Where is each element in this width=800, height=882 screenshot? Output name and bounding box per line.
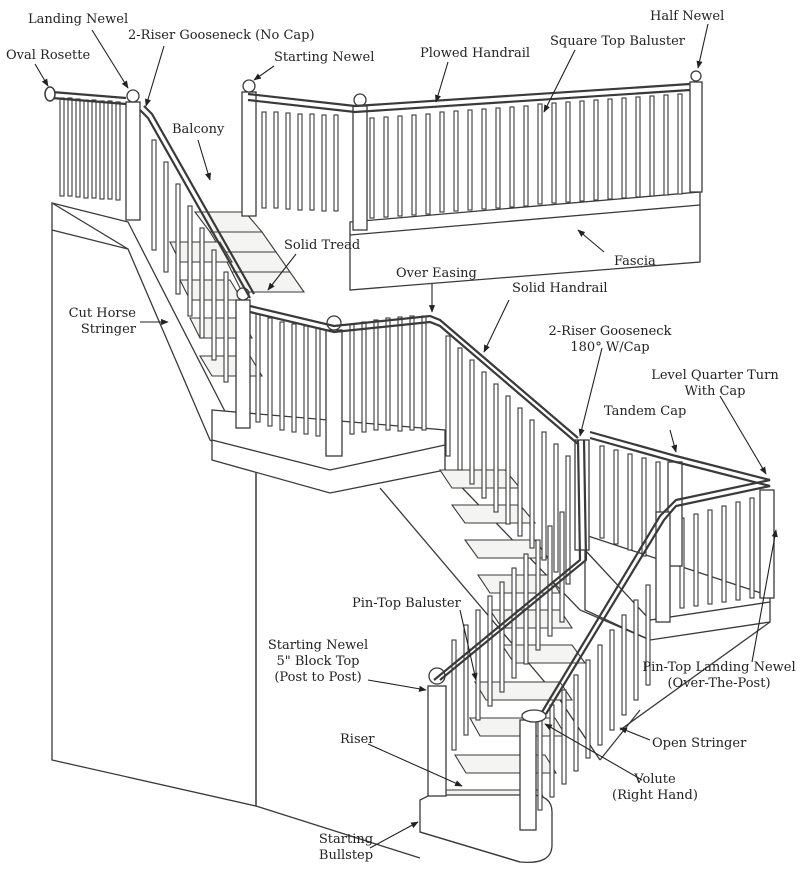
- label-tandem-cap: Tandem Cap: [604, 404, 687, 419]
- label-half-newel: Half Newel: [650, 9, 725, 24]
- label-square-top-baluster: Square Top Baluster: [550, 34, 685, 49]
- label-gooseneck-no-cap: 2-Riser Gooseneck (No Cap): [128, 28, 315, 43]
- label-solid-tread: Solid Tread: [284, 238, 361, 253]
- label-gooseneck-cap-line2: 180° W/Cap: [570, 340, 650, 355]
- label-starting-newel-block-line3: (Post to Post): [274, 670, 362, 685]
- label-cut-horse-stringer: Cut Horse Stringer: [40, 306, 136, 338]
- label-starting-bullstep-line1: Starting: [318, 832, 374, 847]
- label-cut-horse-stringer-line1: Cut Horse: [68, 306, 136, 321]
- label-pin-top-landing-newel-line2: (Over-The-Post): [667, 676, 771, 691]
- label-gooseneck-cap: 2-Riser Gooseneck 180° W/Cap: [540, 324, 680, 356]
- label-riser: Riser: [340, 732, 375, 747]
- label-balcony: Balcony: [172, 122, 225, 137]
- handrails: [51, 82, 771, 715]
- label-starting-newel-block-line2: 5" Block Top: [276, 654, 360, 669]
- label-pin-top-landing-newel-line1: Pin-Top Landing Newel: [642, 660, 796, 675]
- label-pin-top-baluster: Pin-Top Baluster: [352, 596, 461, 611]
- label-oval-rosette: Oval Rosette: [6, 48, 91, 63]
- label-pin-top-landing-newel: Pin-Top Landing Newel (Over-The-Post): [640, 660, 798, 692]
- label-plowed-handrail: Plowed Handrail: [420, 46, 531, 61]
- label-level-quarter-turn-line2: With Cap: [684, 384, 746, 399]
- label-starting-newel-block-line1: Starting Newel: [267, 638, 369, 653]
- label-open-stringer: Open Stringer: [652, 736, 747, 751]
- leader-lines: [34, 23, 778, 849]
- label-level-quarter-turn-line1: Level Quarter Turn: [651, 368, 779, 383]
- label-starting-newel-top: Starting Newel: [274, 50, 375, 65]
- balusters: [59, 93, 755, 811]
- label-volute-line2: (Right Hand): [612, 788, 698, 803]
- label-over-easing: Over Easing: [396, 266, 477, 281]
- label-starting-newel-block: Starting Newel 5" Block Top (Post to Pos…: [262, 638, 374, 686]
- walls: [51, 191, 771, 859]
- label-volute-line1: Volute: [634, 772, 676, 787]
- label-gooseneck-cap-line1: 2-Riser Gooseneck: [548, 324, 672, 339]
- label-landing-newel: Landing Newel: [28, 12, 129, 27]
- label-solid-handrail: Solid Handrail: [512, 281, 608, 296]
- oval-rosette-shape: [44, 86, 56, 102]
- upper-flight-treads: [169, 211, 306, 377]
- label-cut-horse-stringer-line2: Stringer: [80, 322, 136, 337]
- label-starting-bullstep: Starting Bullstep: [306, 832, 386, 864]
- label-level-quarter-turn: Level Quarter Turn With Cap: [640, 368, 790, 400]
- label-starting-bullstep-line2: Bullstep: [318, 848, 374, 863]
- newel-posts: [125, 70, 775, 831]
- label-volute: Volute (Right Hand): [600, 772, 710, 804]
- label-fascia: Fascia: [614, 254, 656, 269]
